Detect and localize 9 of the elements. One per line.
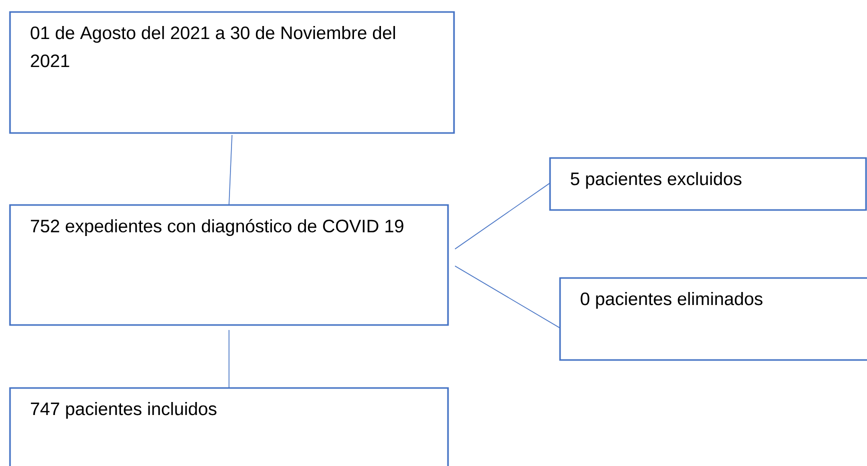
- connector-line: [454, 182, 550, 250]
- process-box: 01 de Agosto del 2021 a 30 de Noviembre del 2021: [9, 11, 455, 134]
- connector-line: [228, 134, 232, 206]
- process-box: 0 pacientes eliminados: [559, 277, 867, 361]
- process-box: 5 pacientes excluidos: [549, 157, 867, 211]
- process-box: 752 expedientes con diagnóstico de COVID 19: [9, 204, 449, 326]
- connector-line: [454, 266, 560, 328]
- connector-line: [228, 330, 230, 388]
- process-box: 747 pacientes incluidos: [9, 387, 449, 466]
